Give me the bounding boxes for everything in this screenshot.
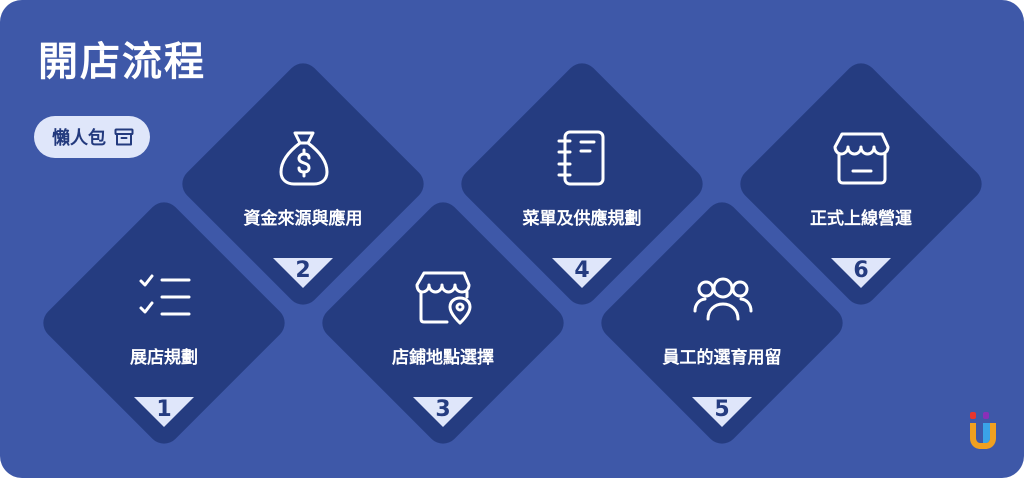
checklist-icon	[135, 267, 195, 327]
step-6: 正式上線營運 6	[733, 56, 989, 312]
step-3: 店鋪地點選擇 3	[315, 195, 571, 451]
summary-badge: 懶人包	[34, 116, 150, 158]
step-3-number: 3	[435, 397, 451, 422]
notebook-icon	[553, 128, 613, 188]
step-2-number: 2	[295, 258, 311, 283]
store-location-icon	[414, 267, 474, 327]
step-6-number: 6	[853, 258, 869, 283]
step-1-number: 1	[156, 397, 172, 422]
step-4: 菜單及供應規劃 4	[454, 56, 710, 312]
step-4-number: 4	[574, 258, 590, 283]
archive-box-icon	[114, 128, 134, 146]
storefront-icon	[832, 128, 892, 188]
step-6-label: 正式上線營運	[810, 209, 912, 229]
step-5-label: 員工的選育用留	[662, 348, 782, 368]
people-group-icon	[693, 267, 753, 327]
step-3-label: 店鋪地點選擇	[392, 348, 494, 368]
step-5-number: 5	[714, 397, 730, 422]
step-5: 員工的選育用留 5	[594, 195, 850, 451]
money-bag-icon	[274, 128, 334, 188]
brand-logo-icon	[968, 410, 998, 454]
step-2: 資金來源與應用 2	[175, 56, 431, 312]
badge-label: 懶人包	[52, 128, 106, 149]
step-4-label: 菜單及供應規劃	[522, 209, 642, 229]
page-title: 開店流程	[38, 39, 206, 85]
step-1: 展店規劃 1	[36, 195, 292, 451]
step-2-label: 資金來源與應用	[243, 209, 363, 229]
step-1-label: 展店規劃	[130, 348, 198, 368]
